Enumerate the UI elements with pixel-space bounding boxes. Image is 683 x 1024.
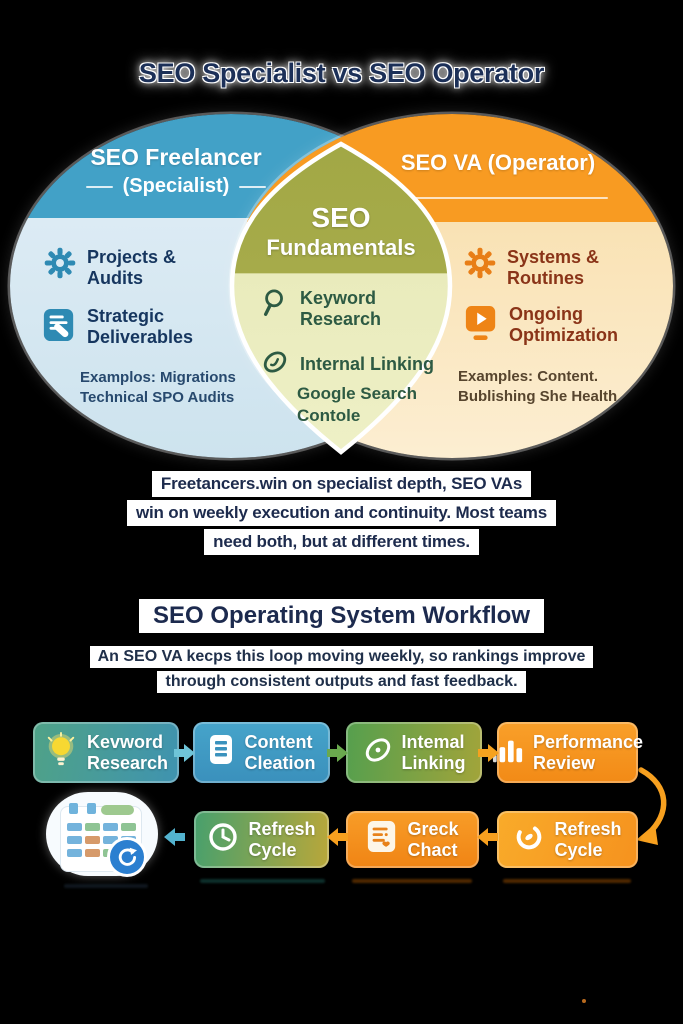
workflow-box-internal-linking: Intemal Linking (346, 722, 482, 783)
calendar-header-strip (101, 805, 134, 815)
refresh-icon (513, 821, 545, 858)
bar-chart-icon (492, 736, 524, 769)
left-examples: Examplos: Migrations Technical SPO Audit… (80, 369, 236, 407)
center-item-keyword: Keyword Research (261, 288, 381, 330)
venn-left-subtitle-row: (Specialist) (40, 175, 312, 198)
left-item-deliverables: Strategic Deliverables (42, 306, 193, 349)
link-icon (261, 348, 289, 381)
shadow-line (352, 879, 472, 883)
workflow-box-refresh-cycle-orange: Refresh Cycle (497, 811, 638, 868)
workflow-box-label: Refresh Cycle (248, 819, 316, 860)
workflow-box-greck-chact: Greck Chact (346, 811, 479, 868)
venn-center-subtitle: Fundamentals (266, 235, 416, 260)
summary-line: Freetancers.win on specialist depth, SEO… (151, 470, 532, 497)
venn-right-title: SEO VA (Operator) (400, 150, 596, 175)
loop-curved-arrow (636, 767, 667, 845)
right-item-optimization: Ongoing Optimization (464, 304, 618, 349)
workflow-box-label: Kevword Research (86, 732, 169, 773)
arrow-left-icon (476, 826, 498, 848)
workflow-box-label: Refresh Cycle (554, 819, 622, 860)
center-note: Google Search Contole (297, 384, 417, 426)
left-item-projects-label: Projects & Audits (87, 247, 177, 288)
magnifier-icon (261, 288, 289, 323)
stray-dot (582, 999, 586, 1003)
workflow-subtitle-line: through consistent outputs and fast feed… (157, 670, 526, 693)
gear-icon (464, 247, 496, 284)
summary-paragraph: Freetancers.win on specialist depth, SEO… (0, 469, 683, 556)
right-item-systems: Systems & Routines (464, 247, 599, 289)
notes-pencil-icon (42, 306, 76, 349)
calendar-refresh-icon (60, 803, 147, 877)
workflow-box-label: Greck Chact (407, 819, 459, 860)
venn-left-title: SEO Freelancer (90, 144, 262, 170)
workflow-title: SEO Operating System Workflow (139, 599, 544, 633)
workflow-box-label: Content Cleation (244, 732, 316, 773)
dash-left-icon (85, 185, 113, 188)
arrow-left-icon (164, 826, 186, 848)
right-item-systems-label: Systems & Routines (507, 247, 600, 288)
arrow-right-icon (327, 742, 349, 764)
summary-line: need both, but at different times. (204, 528, 479, 555)
document-icon (207, 733, 235, 772)
left-item-projects: Projects & Audits (44, 247, 176, 289)
workflow-subtitle-line: An SEO VA kecps this loop moving weekly,… (89, 645, 594, 668)
main-title: SEO Specialist vs SEO Operator (138, 58, 545, 88)
venn-center-title: SEO (311, 202, 371, 233)
refresh-badge-icon (107, 837, 147, 877)
workflow-box-label: Intemal Linking (401, 732, 466, 773)
paperclip-icon (363, 735, 393, 770)
center-item-linking: Internal Linking (261, 348, 434, 381)
shadow-line (200, 879, 325, 883)
shadow-line (64, 884, 148, 888)
dash-right-icon (239, 185, 267, 188)
right-item-optimization-label: Ongoing Optimization (509, 304, 618, 345)
workflow-box-keyword-research: Kevword Research (33, 722, 179, 783)
monitor-play-icon (464, 304, 498, 349)
arrow-right-icon (174, 742, 196, 764)
lightbulb-icon (44, 732, 78, 773)
venn-right-underline (412, 197, 608, 199)
center-item-linking-label: Internal Linking (300, 354, 435, 375)
checklist-icon (366, 819, 398, 860)
arrow-right-icon (478, 742, 500, 764)
left-item-deliverables-label: Strategic Deliverables (87, 306, 194, 347)
right-examples: Examples: Content. Bublishing She Health (458, 368, 618, 406)
workflow-title-wrap: SEO Operating System Workflow (0, 599, 683, 633)
arrow-left-icon (326, 826, 348, 848)
calendar-tab (69, 803, 78, 814)
center-item-keyword-label: Keyword Research (300, 288, 382, 329)
venn-left-header: SEO Freelancer (Specialist) (40, 144, 312, 198)
venn-left-subtitle: (Specialist) (122, 175, 230, 197)
workflow-subtitle: An SEO VA kecps this loop moving weekly,… (0, 644, 683, 694)
shadow-line (503, 879, 631, 883)
calendar-tab (87, 803, 96, 814)
summary-line: win on weekly execution and continuity. … (127, 499, 556, 526)
workflow-box-content-creation: Content Cleation (193, 722, 330, 783)
workflow-box-performance-review: Performance Review (492, 722, 643, 783)
gear-icon (44, 247, 76, 284)
clock-icon (207, 821, 239, 858)
workflow-box-refresh-cycle-green: Refresh Cycle (194, 811, 329, 868)
workflow-box-label: Performance Review (532, 732, 644, 773)
